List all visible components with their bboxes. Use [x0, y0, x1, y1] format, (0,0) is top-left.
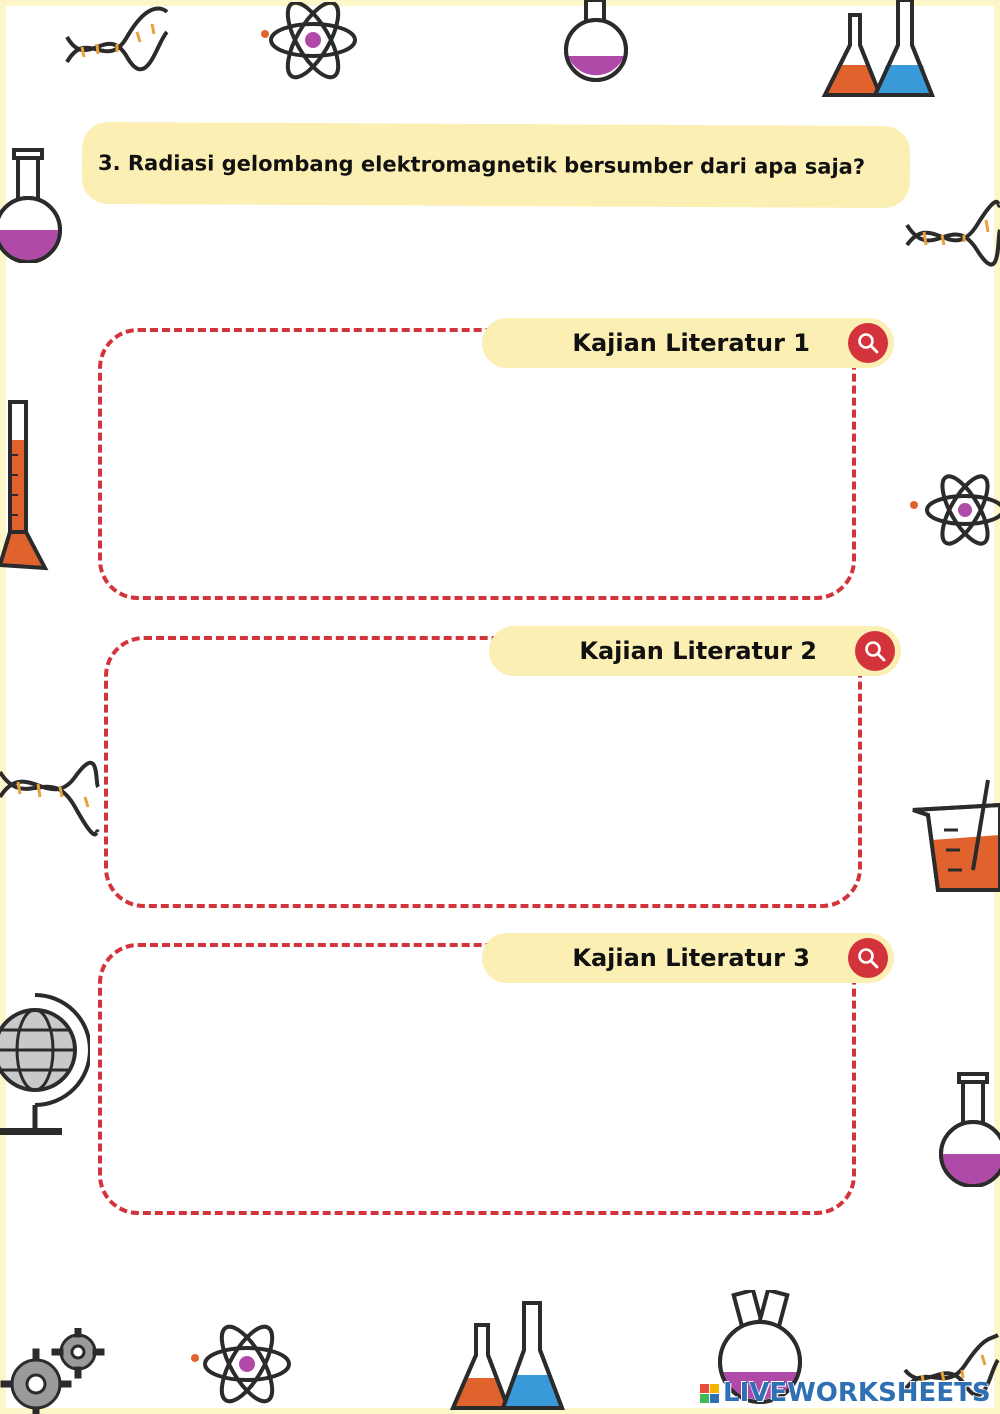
question-banner: 3. Radiasi gelombang elektromagnetik ber…: [81, 121, 911, 209]
conical-flask-icon: [449, 1301, 565, 1410]
flask-icon: [564, 0, 628, 82]
atom-icon: [191, 1324, 291, 1404]
atom-icon: [261, 2, 357, 80]
atom-icon: [910, 474, 1000, 546]
search-icon[interactable]: [848, 323, 888, 363]
card-header-2: Kajian Literatur 2: [489, 626, 901, 676]
globe-icon: [0, 993, 90, 1135]
answer-box-1[interactable]: [98, 328, 856, 600]
answer-box-3[interactable]: [98, 943, 856, 1215]
dna-icon: [903, 1333, 1000, 1397]
card-label-2: Kajian Literatur 2: [579, 637, 817, 665]
card-label-3: Kajian Literatur 3: [572, 944, 810, 972]
flask-icon: [718, 1290, 802, 1404]
flask-icon: [939, 1072, 1000, 1187]
flask-icon: [0, 148, 62, 263]
question-text: 3. Radiasi gelombang elektromagnetik ber…: [97, 150, 866, 179]
liveworksheets-watermark: LIVEWORKSHEETS: [700, 1378, 991, 1408]
answer-box-2[interactable]: [104, 636, 862, 908]
gear-icon: [0, 1328, 105, 1414]
test-tube-icon: [0, 400, 49, 571]
watermark-text: LIVEWORKSHEETS: [723, 1378, 991, 1408]
conical-flask-icon: [821, 0, 935, 97]
search-icon[interactable]: [848, 938, 888, 978]
dna-icon: [905, 199, 1000, 267]
dna-icon: [0, 760, 100, 837]
card-header-1: Kajian Literatur 1: [482, 318, 894, 368]
search-icon[interactable]: [855, 631, 895, 671]
card-label-1: Kajian Literatur 1: [572, 329, 810, 357]
dna-icon: [65, 6, 169, 72]
beaker-icon: [912, 779, 1000, 892]
liveworksheets-logo-icon: [700, 1383, 719, 1403]
card-header-3: Kajian Literatur 3: [482, 933, 894, 983]
